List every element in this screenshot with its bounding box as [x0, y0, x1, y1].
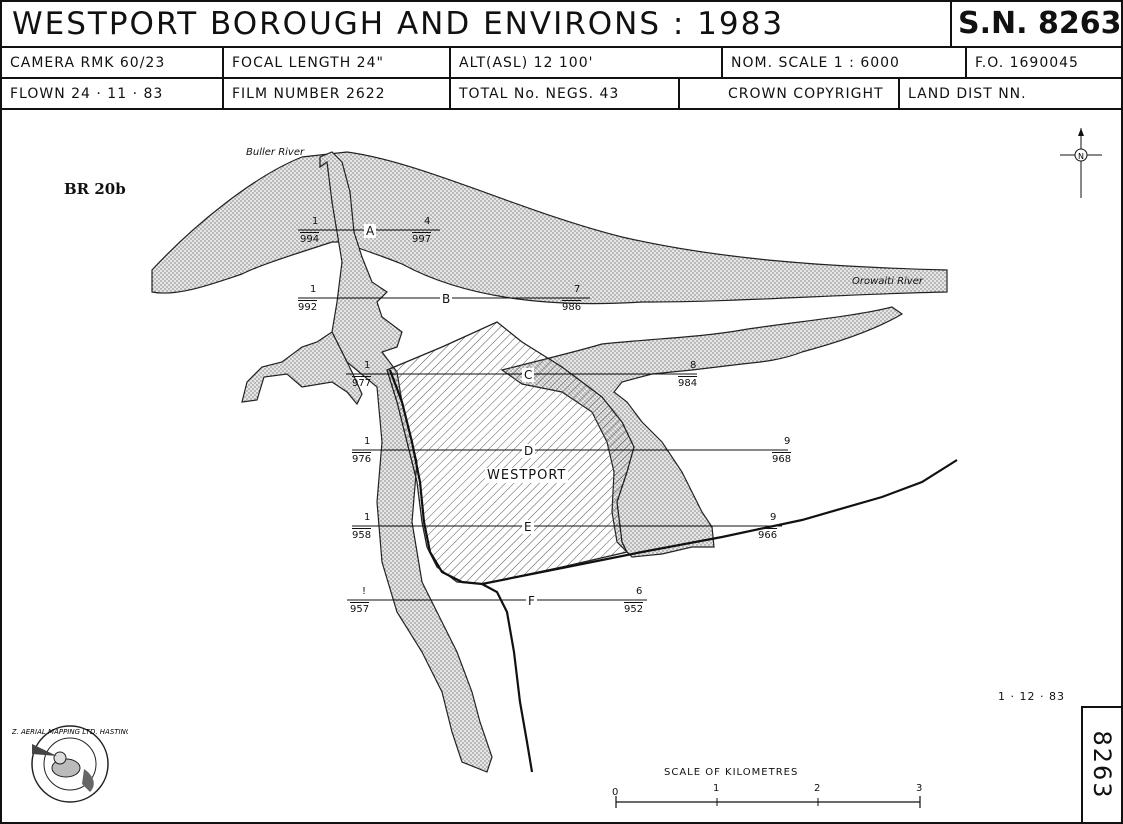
nominal-scale-cell: NOM. SCALE 1 : 6000: [721, 48, 965, 77]
aerial-mapping-logo: N.Z. AERIAL MAPPING LTD. HASTINGS: [12, 714, 128, 814]
flight-line-letter: A: [364, 224, 377, 238]
scale-tick-0: 0: [612, 787, 619, 798]
flight-start-negative: 994: [300, 232, 320, 245]
copyright-cell: CROWN COPYRIGHT: [678, 79, 898, 108]
camera-cell: CAMERA RMK 60/23: [10, 55, 166, 71]
logo-emblem-icon: N.Z. AERIAL MAPPING LTD. HASTINGS: [12, 725, 128, 803]
info-row-flight: FLOWN 24 · 11 · 83 FILM NUMBER 2622 TOTA…: [2, 79, 1121, 110]
flight-end-negative: 984: [678, 376, 698, 389]
buller-river-label: Buller River: [246, 147, 305, 158]
series-code: BR 20b: [64, 180, 126, 198]
sheet-number-label: S.N. 8263: [958, 6, 1122, 41]
flight-end-negative: 986: [562, 300, 582, 313]
flight-end-run: 6: [636, 586, 643, 597]
orowaiti-river-label: Orowaiti River: [852, 276, 923, 287]
left-estuary-arm: [241, 331, 363, 406]
flight-start-run: 1: [364, 436, 371, 447]
scale-tick-2: 2: [814, 783, 821, 794]
side-sheet-number: 8263: [1088, 730, 1116, 800]
flown-cell: FLOWN 24 · 11 · 83: [10, 86, 164, 102]
westport-label: WESTPORT: [485, 468, 569, 483]
flight-end-run: 9: [770, 512, 777, 523]
scale-tick-3: 3: [916, 783, 923, 794]
flight-start-run: !: [362, 586, 367, 597]
info-row-camera: CAMERA RMK 60/23 FOCAL LENGTH 24" ALT(AS…: [2, 48, 1121, 79]
flight-start-negative: 977: [352, 376, 372, 389]
altitude-cell: ALT(ASL) 12 100': [449, 48, 721, 77]
flight-line-letter: B: [440, 292, 453, 306]
flight-start-run: 1: [364, 512, 371, 523]
scale-title: SCALE OF KILOMETRES: [664, 767, 799, 778]
scale-tick-1: 1: [713, 783, 720, 794]
land-district-cell: LAND DIST NN.: [898, 79, 1121, 108]
flight-end-run: 7: [574, 284, 581, 295]
flight-start-negative: 957: [350, 602, 370, 615]
sheet-title: WESTPORT BOROUGH AND ENVIRONS : 1983: [12, 6, 785, 42]
flight-end-negative: 966: [758, 528, 778, 541]
buller-coast-band: [151, 151, 948, 305]
compile-date: 1 · 12 · 83: [998, 690, 1065, 703]
flight-end-negative: 997: [412, 232, 432, 245]
orowaiti-lagoon: [500, 306, 904, 558]
sheet-number-box: S.N. 8263: [950, 2, 1123, 46]
flight-start-negative: 976: [352, 452, 372, 465]
map-area: BR 20b: [2, 110, 1121, 822]
flight-end-negative: 968: [772, 452, 792, 465]
westport-town-area: [386, 321, 635, 585]
flight-end-run: 9: [784, 436, 791, 447]
logo-text: N.Z. AERIAL MAPPING LTD. HASTINGS: [12, 728, 128, 736]
compass-letter: N: [1078, 152, 1084, 161]
flight-line-letter: C: [522, 368, 535, 382]
flight-line-letter: D: [522, 444, 536, 458]
north-arrow-icon: N: [1060, 128, 1102, 198]
flight-end-negative: 952: [624, 602, 644, 615]
total-negs-cell: TOTAL No. NEGS. 43: [449, 79, 678, 108]
film-number-cell: FILM NUMBER 2622: [222, 79, 449, 108]
focal-length-cell: FOCAL LENGTH 24": [222, 48, 449, 77]
flight-start-negative: 992: [298, 300, 318, 313]
flight-start-run: 1: [310, 284, 317, 295]
flight-start-run: 1: [312, 216, 319, 227]
railway-line: [388, 369, 534, 773]
title-bar: WESTPORT BOROUGH AND ENVIRONS : 1983 S.N…: [2, 2, 1121, 48]
scale-bar: [615, 796, 921, 808]
flight-start-run: 1: [364, 360, 371, 371]
flight-start-negative: 958: [352, 528, 372, 541]
fo-cell: F.O. 1690045: [965, 48, 1121, 77]
buller-river-channel: [319, 151, 493, 773]
flight-line-letter: E: [522, 520, 534, 534]
flight-end-run: 8: [690, 360, 697, 371]
map-drawing: [151, 151, 958, 773]
side-sheet-number-box: 8263: [1081, 706, 1121, 822]
flight-line-letter: F: [526, 594, 537, 608]
flight-end-run: 4: [424, 216, 431, 227]
